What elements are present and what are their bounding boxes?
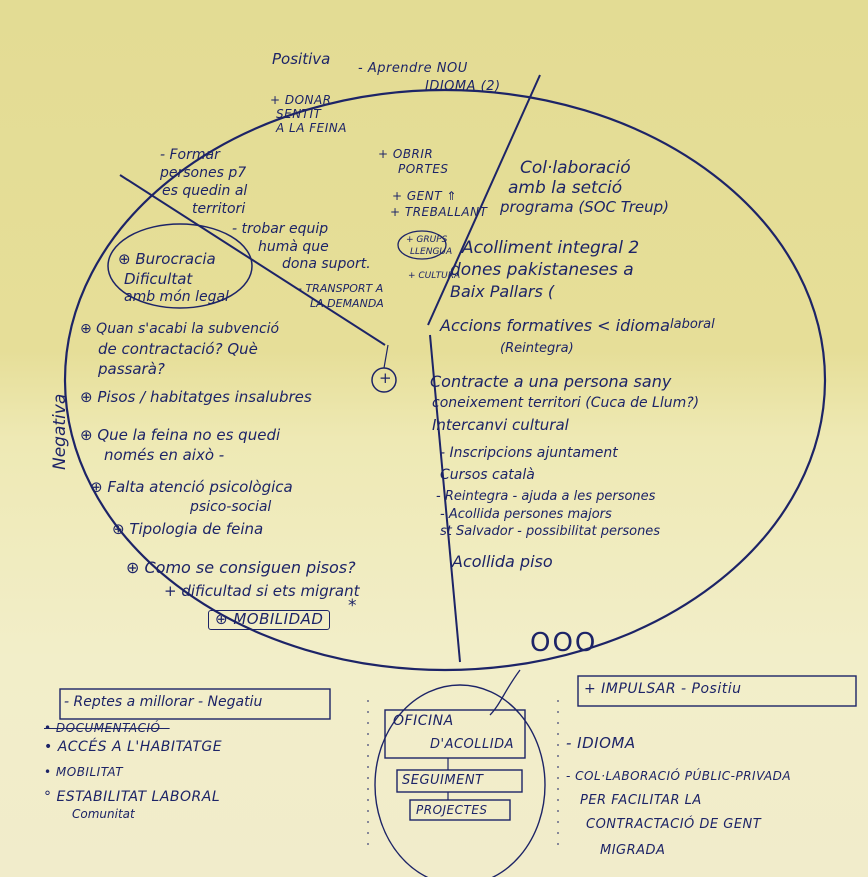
proposal-item: dones pakistaneses a xyxy=(450,260,634,280)
positive-item: IDIOMA (2) xyxy=(425,79,501,94)
proposal-item: Cursos català xyxy=(440,467,535,483)
impulsar-item: - IDIOMA xyxy=(566,734,636,752)
proposal-item: programa (SOC Treup) xyxy=(500,198,670,216)
positive-item: + OBRIR xyxy=(378,147,434,161)
positive-item: - trobar equip xyxy=(232,221,329,237)
positive-item: PORTES xyxy=(398,162,449,176)
negative-item: ⊕ MOBILIDAD xyxy=(208,610,331,630)
impulsar-item: - COL·LABORACIÓ PÚBLIC-PRIVADA xyxy=(566,769,792,783)
positive-item: territori xyxy=(192,201,246,217)
proposal-item: amb la setció xyxy=(508,178,623,198)
reptes-item: Comunitat xyxy=(72,807,135,821)
positive-item: LLENGUA xyxy=(410,247,453,257)
box-oficina xyxy=(384,709,526,759)
acollida-label: D'ACOLLIDA xyxy=(430,737,515,752)
negative-item: amb món legal xyxy=(124,289,229,305)
positiva-title: Positiva xyxy=(272,50,331,68)
negative-item: ⊕ Falta atenció psicològica xyxy=(90,478,293,496)
proposal-item: coneixement territori (Cuca de Llum?) xyxy=(432,395,700,411)
positive-item: - TRANSPORT A xyxy=(298,282,384,295)
bubbles: OOO xyxy=(530,628,598,658)
proposal-item: Acollida piso xyxy=(452,552,553,571)
positive-item: es quedin al xyxy=(162,183,248,199)
positive-item: + GENT ⇑ xyxy=(392,189,457,203)
negative-item: ⊕ Que la feina no es quedi xyxy=(80,426,281,444)
impulsar-item: CONTRACTACIÓ DE GENT xyxy=(586,817,762,832)
negative-item: passarà? xyxy=(98,360,165,378)
positive-item: LA DEMANDA xyxy=(310,297,384,310)
reptes-item: ° ESTABILITAT LABORAL xyxy=(44,789,221,805)
impulsar-header: + IMPULSAR - Positiu xyxy=(584,681,742,697)
positive-item: - Aprendre NOU xyxy=(358,61,468,76)
proposal-item: (Reintegra) xyxy=(500,341,574,356)
negative-item: només en això - xyxy=(104,446,225,464)
positive-item: dona suport. xyxy=(282,256,371,272)
seguiment-label: SEGUIMENT xyxy=(402,773,484,788)
projectes-label: PROJECTES xyxy=(416,803,488,817)
proposal-item: - Reintegra - ajuda a les persones xyxy=(436,489,656,504)
positive-item: SENTIT xyxy=(276,107,322,121)
proposal-item: Col·laboració xyxy=(520,158,631,178)
proposal-item: Baix Pallars ( xyxy=(450,282,555,301)
negative-item: ⊕ Tipologia de feina xyxy=(112,520,264,538)
reptes-item: • DOCUMENTACIÓ - xyxy=(44,721,170,735)
negative-item: Dificultat xyxy=(124,270,193,288)
proposal-item: - Acollida persones majors xyxy=(440,507,612,522)
negativa-title: Negativa xyxy=(50,393,70,470)
negative-item: + dificultad si ets migrant xyxy=(164,582,360,600)
negative-item: de contractació? Què xyxy=(98,340,258,358)
negative-item: ⊕ Pisos / habitatges insalubres xyxy=(80,388,312,406)
positive-item: persones p7 xyxy=(160,165,247,181)
positive-item: + TREBALLANT xyxy=(390,205,488,219)
bottom-circle xyxy=(374,684,546,877)
positive-item: - Formar xyxy=(160,147,220,163)
asterisk-mark: * xyxy=(348,596,357,616)
positive-item: humà que xyxy=(258,239,329,255)
reptes-item: • MOBILITAT xyxy=(44,765,124,779)
plus-mark: + xyxy=(379,369,392,387)
impulsar-item: PER FACILITAR LA xyxy=(580,793,702,808)
reptes-item: • ACCÉS A L'HABITATGE xyxy=(44,739,223,755)
proposal-item: Intercanvi cultural xyxy=(432,416,569,434)
box-seguiment xyxy=(396,769,523,793)
box-impulsar xyxy=(577,675,857,707)
negative-item: ⊕ Como se consiguen pisos? xyxy=(126,558,356,577)
proposal-item: Acolliment integral 2 xyxy=(462,238,640,258)
proposal-item: Accions formatives < idioma xyxy=(440,316,670,335)
positive-item: + CULTURA xyxy=(408,271,461,281)
divider-left xyxy=(119,174,386,346)
negative-item: ⊕ Burocracia xyxy=(118,250,216,268)
reptes-header: - Reptes a millorar - Negatiu xyxy=(64,694,263,710)
pie-circle xyxy=(63,88,827,672)
impulsar-item: MIGRADA xyxy=(600,843,666,858)
box-reptes xyxy=(59,688,331,720)
negative-item: ⊕ Quan s'acabi la subvenció xyxy=(80,321,280,337)
positive-item: A LA FEINA xyxy=(276,121,347,135)
box-projectes xyxy=(409,799,511,821)
proposal-item: st Salvador - possibilitat persones xyxy=(440,524,661,539)
positive-item: + GRUPS xyxy=(406,235,448,245)
divider-top-right xyxy=(427,74,541,326)
proposal-item: Contracte a una persona sany xyxy=(430,372,672,391)
oficina-label: OFICINA xyxy=(393,713,454,729)
negative-item: psico-social xyxy=(190,499,272,515)
positive-item: + DONAR xyxy=(270,93,332,107)
proposal-item: - Inscripcions ajuntament xyxy=(440,445,618,461)
proposal-item: laboral xyxy=(670,317,715,332)
burocracia-oval xyxy=(107,223,253,309)
divider-center-down xyxy=(429,334,461,663)
